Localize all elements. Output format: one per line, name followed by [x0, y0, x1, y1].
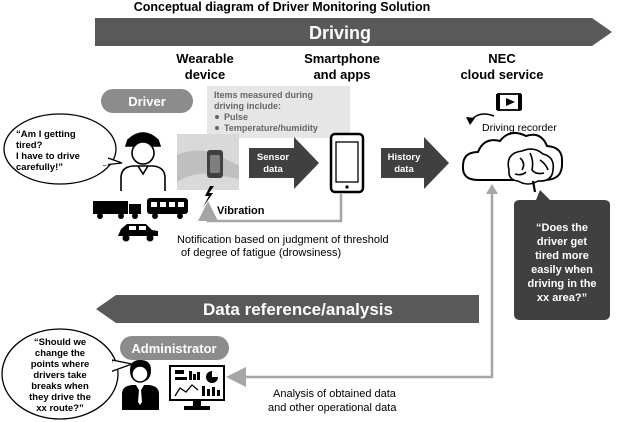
smartphone-icon: [329, 132, 365, 194]
cloud-question-callout: “Does the driver get tired more easily w…: [514, 190, 610, 320]
cloud-connector-arrowhead: [486, 184, 498, 194]
svg-text:data: data: [394, 164, 414, 175]
svg-text:I have to drive: I have to drive: [16, 151, 80, 162]
analysis-banner-label: Data reference/analysis: [203, 300, 393, 319]
svg-text:carefully!”: carefully!”: [16, 162, 63, 173]
history-data-arrow: History data: [381, 137, 449, 189]
svg-text:Wearable: Wearable: [176, 51, 234, 66]
svg-text:“Does the: “Does the: [536, 222, 588, 234]
monitor-icon: [169, 365, 225, 410]
svg-text:data: data: [263, 164, 283, 175]
svg-text:driving in the: driving in the: [527, 278, 596, 290]
wearable-heading: Wearable device: [176, 51, 234, 82]
administrator-pill: Administrator: [120, 336, 229, 360]
svg-text:cloud service: cloud service: [460, 67, 543, 82]
svg-text:xx area?”: xx area?”: [537, 292, 587, 304]
svg-text:Driver: Driver: [128, 94, 166, 109]
svg-text:NEC: NEC: [488, 51, 516, 66]
svg-text:tired?: tired?: [16, 140, 43, 151]
svg-text:easily when: easily when: [531, 264, 593, 276]
driver-icon: [120, 132, 166, 191]
cloud-heading: NEC cloud service: [460, 51, 543, 82]
svg-text:points where: points where: [31, 359, 90, 370]
svg-text:Pulse: Pulse: [224, 112, 248, 122]
svg-text:Administrator: Administrator: [131, 341, 216, 356]
driving-recorder-label: Driving recorder: [482, 122, 557, 134]
svg-text:“Should we: “Should we: [34, 337, 86, 348]
svg-text:and apps: and apps: [313, 67, 370, 82]
svg-text:they drive the: they drive the: [29, 392, 91, 403]
svg-text:Smartphone: Smartphone: [304, 51, 380, 66]
smartphone-heading: Smartphone and apps: [304, 51, 380, 82]
vibration-label: Vibration: [217, 205, 265, 217]
driving-banner: Driving: [95, 18, 612, 46]
svg-text:History: History: [388, 152, 421, 163]
notification-text: Notification based on judgment of thresh…: [177, 234, 389, 246]
analysis-note: Analysis of obtained data: [273, 388, 397, 400]
vibration-feedback-arrow: [198, 194, 343, 223]
vehicle-icons: [93, 198, 188, 242]
analysis-connector: [226, 190, 494, 387]
analysis-note-2: and other operational data: [268, 402, 397, 414]
svg-text:xx route?”: xx route?”: [36, 403, 84, 414]
svg-text:breaks when: breaks when: [31, 381, 89, 392]
notification-text-2: of degree of fatigue (drowsiness): [181, 247, 341, 259]
svg-text:Sensor: Sensor: [257, 152, 290, 163]
svg-text:Items measured during: Items measured during: [214, 90, 313, 100]
svg-text:tired more: tired more: [535, 250, 589, 262]
administrator-speech-bubble: “Should we change the points where drive…: [1, 328, 135, 420]
measured-items-box: Items measured during driving include: P…: [207, 86, 350, 138]
analysis-banner: Data reference/analysis: [96, 295, 479, 323]
brain-icon: [507, 148, 555, 193]
svg-text:driving include:: driving include:: [214, 101, 281, 111]
driver-speech-bubble: “Am I getting tired? I have to drive car…: [3, 113, 123, 185]
driver-pill: Driver: [101, 89, 193, 113]
svg-text:drivers take: drivers take: [33, 370, 86, 381]
svg-text:change the: change the: [35, 348, 85, 359]
watch-icon: [177, 134, 239, 190]
svg-text:“Am I getting: “Am I getting: [16, 129, 76, 140]
video-icon: [466, 93, 522, 125]
sensor-data-arrow: Sensor data: [249, 137, 319, 189]
lightning-icon: [203, 186, 214, 207]
administrator-icon: [122, 360, 159, 410]
svg-text:Temperature/humidity: Temperature/humidity: [224, 123, 318, 133]
driving-banner-label: Driving: [309, 23, 371, 43]
svg-text:driver get: driver get: [537, 236, 587, 248]
diagram-title: Conceptual diagram of Driver Monitoring …: [134, 0, 431, 14]
svg-text:device: device: [185, 67, 225, 82]
